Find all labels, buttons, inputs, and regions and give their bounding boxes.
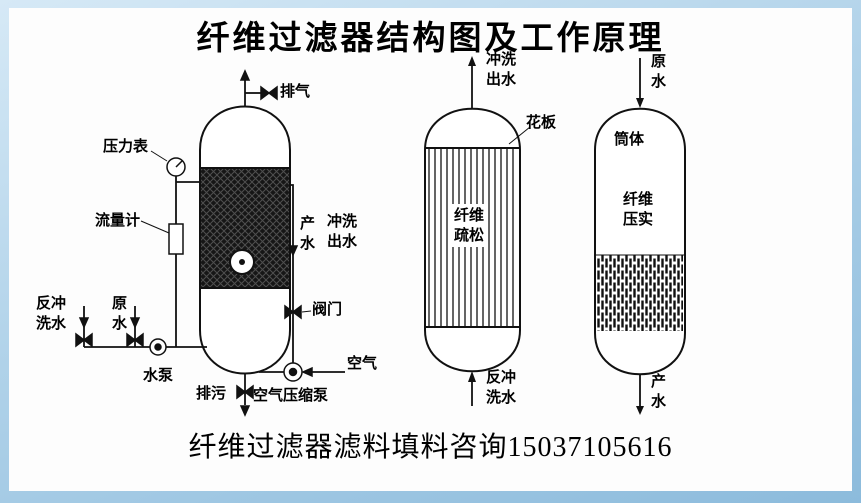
drain-valve-icon	[236, 384, 254, 400]
label-air-compressor: 空气压缩泵	[253, 387, 329, 404]
label-air: 空气	[347, 355, 378, 372]
label-product-water-left: 产 水	[300, 215, 316, 252]
backwash-in-arrow	[468, 371, 476, 382]
label-product-water-right: 产 水	[651, 373, 667, 410]
label-valve: 阀门	[312, 301, 343, 318]
page-title: 纤维过滤器结构图及工作原理	[196, 21, 665, 57]
raw-water-valve-icon	[126, 332, 144, 348]
label-fiber-loose: 纤维 疏松	[451, 204, 488, 247]
middle-vessel-arrows	[468, 56, 476, 382]
footer-contact: 纤维过滤器滤料填料咨询15037105616	[188, 432, 673, 463]
flow-meter-icon	[168, 223, 184, 255]
label-fiber-compacted: 纤维 压实	[623, 191, 654, 228]
backwash-arrow	[78, 317, 90, 329]
label-raw-water: 原 水	[112, 295, 128, 332]
product-out-arrow	[636, 406, 644, 415]
backwash-valve-icon	[75, 332, 93, 348]
raw-water-in-arrow	[636, 98, 644, 108]
exhaust-arrow	[239, 69, 251, 81]
product-water-arrow	[287, 245, 299, 257]
drain-arrow	[239, 405, 251, 417]
label-flush-out-left: 冲洗 出水	[327, 213, 358, 250]
product-valve-icon	[284, 304, 302, 320]
fiber-bed-compacted	[597, 255, 683, 331]
label-flush-out-middle: 冲洗 出水	[486, 51, 517, 88]
right-vessel	[594, 58, 686, 406]
label-raw-water-right: 原 水	[651, 53, 667, 90]
raw-water-arrow	[129, 317, 141, 329]
left-vessel	[199, 105, 291, 375]
label-water-pump: 水泵	[143, 367, 174, 384]
label-backwash-middle: 反冲 洗水	[486, 369, 517, 406]
right-vessel-arrows	[636, 98, 644, 415]
label-perforated-plate: 花板	[526, 114, 557, 131]
label-cylinder-body: 筒体	[614, 131, 645, 148]
flush-out-arrow	[468, 56, 476, 66]
label-flow-meter: 流量计	[95, 212, 141, 229]
left-vessel-symbols	[75, 69, 313, 417]
label-backwash-water: 反冲 洗水	[36, 295, 67, 332]
exhaust-valve-icon	[260, 85, 278, 101]
air-arrow	[301, 366, 313, 378]
label-pressure-gauge: 压力表	[103, 138, 149, 155]
label-drain: 排污	[196, 385, 227, 402]
label-exhaust: 排气	[280, 83, 311, 100]
